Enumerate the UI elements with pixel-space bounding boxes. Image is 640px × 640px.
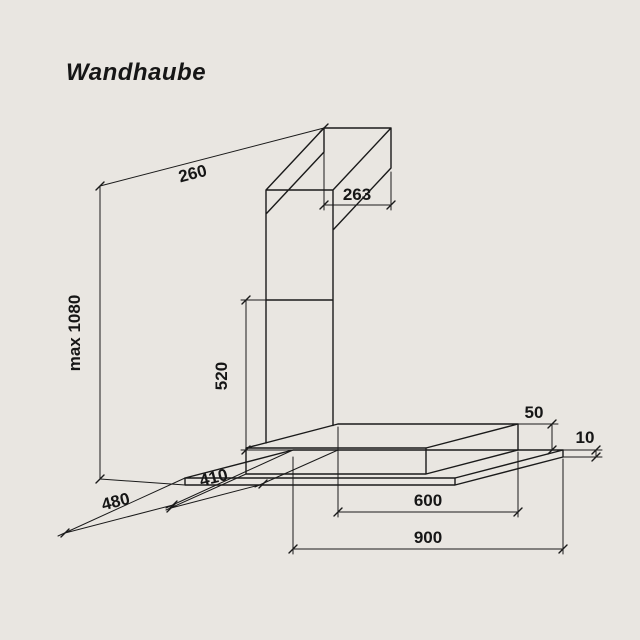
hood-body-outline xyxy=(245,423,519,475)
dimension-labels: max 1080 260 263 520 50 10 600 900 410 4… xyxy=(65,161,594,547)
tick-marks xyxy=(60,123,601,554)
dim-label-body-width: 600 xyxy=(414,491,442,510)
dimension-line-body-width xyxy=(337,426,519,518)
dim-label-chimney-width: 263 xyxy=(343,185,371,204)
page-title: Wandhaube xyxy=(66,59,206,86)
dimension-ticks xyxy=(60,123,601,554)
dim-label-total-height: max 1080 xyxy=(65,295,84,372)
hood-body xyxy=(245,423,519,475)
dim-label-body-height: 50 xyxy=(525,403,544,422)
dimension-line-chimney-depth xyxy=(99,127,325,187)
dim-label-glass-thickness: 10 xyxy=(576,428,595,447)
dim-label-chimney-lower-section: 520 xyxy=(212,362,231,390)
dimension-line-glass-depth xyxy=(57,449,294,537)
dimension-line-glass-width xyxy=(292,456,564,555)
glass-panel xyxy=(184,449,564,486)
dim-label-glass-width: 900 xyxy=(414,528,442,547)
glass-panel-outline xyxy=(184,449,564,486)
dimension-line-body-depth xyxy=(165,449,339,511)
dimension-line-chimney-width xyxy=(323,131,392,211)
